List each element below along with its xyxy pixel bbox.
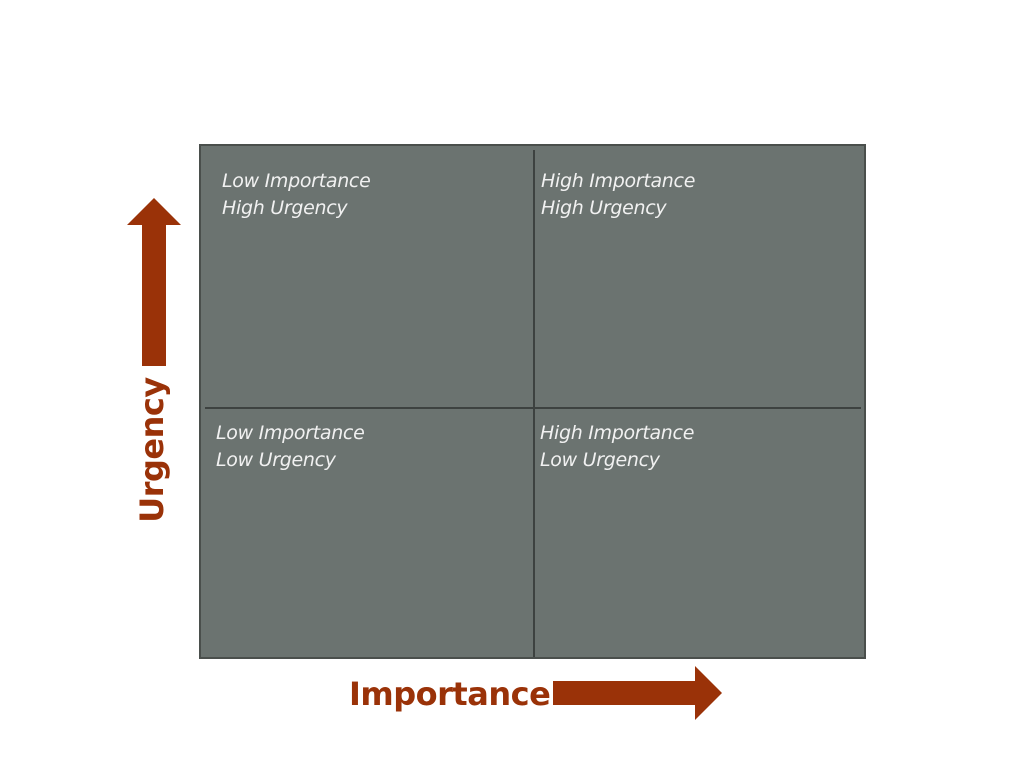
quadrant-bottom-right: High Importance Low Urgency [534,408,864,657]
quadrant-bottom-right-text: High Importance Low Urgency [540,420,694,474]
quadrant-bottom-right-urgency: Low Urgency [540,449,660,471]
quadrant-top-left: Low Importance High Urgency [201,146,534,408]
arrow-up-shape [127,198,181,366]
priority-matrix: Low Importance High Urgency High Importa… [199,144,866,659]
quadrant-bottom-left-text: Low Importance Low Urgency [216,420,365,474]
x-axis-label: Importance [349,675,551,713]
quadrant-top-left-urgency: High Urgency [222,197,348,219]
quadrant-top-right-urgency: High Urgency [541,197,667,219]
arrow-right-shape [553,666,722,720]
quadrant-bottom-left-urgency: Low Urgency [216,449,336,471]
quadrant-bottom-left-importance: Low Importance [216,422,365,444]
y-axis-label: Urgency [133,377,171,523]
horizontal-divider [205,407,861,409]
quadrant-top-right-importance: High Importance [541,170,696,192]
quadrant-bottom-right-importance: High Importance [540,422,695,444]
quadrant-bottom-left: Low Importance Low Urgency [201,408,534,657]
arrow-right-icon [553,666,722,720]
quadrant-top-left-text: Low Importance High Urgency [222,168,371,222]
vertical-divider [533,150,535,657]
arrow-up-icon [127,198,181,366]
quadrant-top-right-text: High Importance High Urgency [541,168,695,222]
quadrant-top-left-importance: Low Importance [222,170,371,192]
quadrant-top-right: High Importance High Urgency [534,146,864,408]
